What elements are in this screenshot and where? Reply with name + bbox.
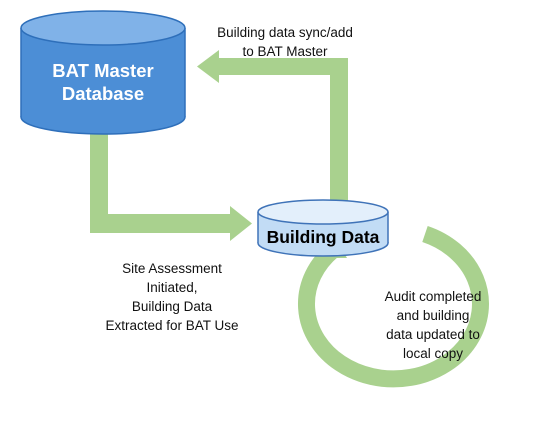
audit-note-line-2: and building	[397, 308, 470, 323]
bat-master-database: BAT Master Database	[20, 10, 186, 135]
extract-arrow	[90, 134, 252, 241]
master-db-label-line-1: BAT Master	[52, 60, 153, 81]
assessment-note-line-1: Site Assessment	[122, 261, 222, 276]
building-data-store: Building Data	[257, 199, 389, 257]
sync-arrow	[197, 50, 348, 208]
assessment-note-line-3: Building Data	[132, 299, 213, 314]
assessment-note-line-4: Extracted for BAT Use	[105, 318, 238, 333]
sync-note-line-1: Building data sync/add	[217, 25, 353, 40]
audit-note-line-1: Audit completed	[385, 289, 482, 304]
sync-note-line-2: to BAT Master	[242, 44, 328, 59]
master-db-label-line-2: Database	[62, 83, 144, 104]
building-data-label: Building Data	[267, 227, 380, 247]
audit-note-line-4: local copy	[403, 346, 463, 361]
audit-note: Audit completed and building data update…	[385, 289, 482, 361]
sync-note: Building data sync/add to BAT Master	[217, 25, 353, 59]
assessment-note-line-2: Initiated,	[146, 280, 197, 295]
audit-note-line-3: data updated to	[386, 327, 480, 342]
assessment-note: Site Assessment Initiated, Building Data…	[105, 261, 238, 333]
